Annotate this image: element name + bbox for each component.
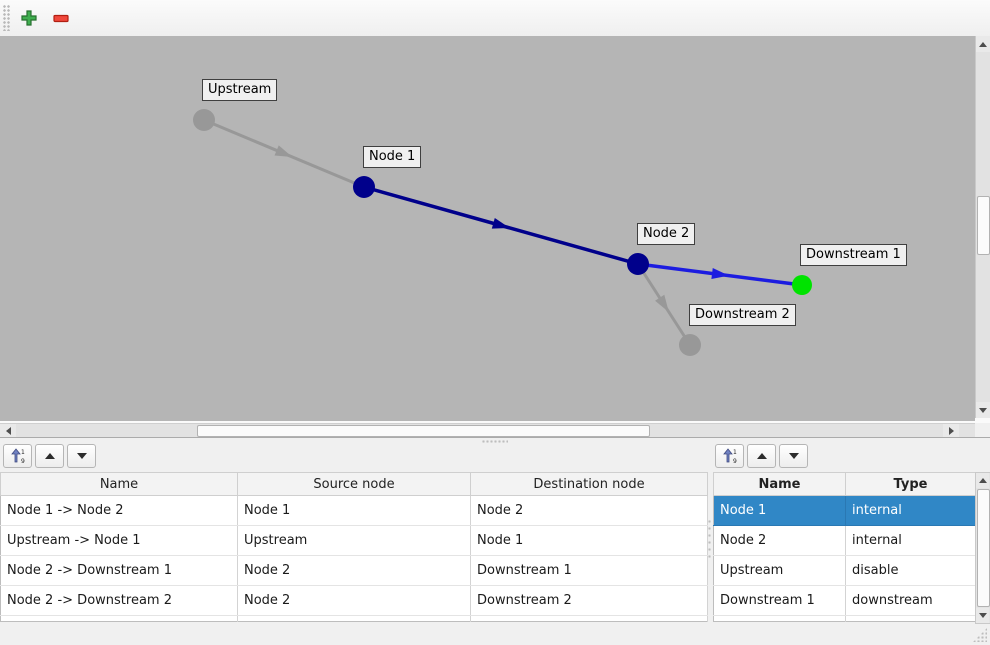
nodes_table-cell[interactable]: Node 2 xyxy=(713,525,846,556)
svg-text:9: 9 xyxy=(21,458,25,464)
graph-edge-arrow-icon xyxy=(655,294,669,313)
graph-edge-arrow-icon xyxy=(274,145,293,157)
add-icon[interactable] xyxy=(20,9,38,27)
toolbar-grip[interactable] xyxy=(3,5,11,31)
nodes-move-up-button[interactable] xyxy=(747,444,776,468)
scroll-up-icon[interactable] xyxy=(976,36,990,52)
scroll-up-icon[interactable] xyxy=(976,473,989,488)
nodes-table-scroll-thumb[interactable] xyxy=(977,489,990,607)
edges_table-cell[interactable]: Upstream xyxy=(237,525,471,556)
graph-node-downstream2[interactable] xyxy=(679,334,701,356)
edges_table-cell[interactable]: Node 2 xyxy=(237,585,471,616)
splitter-grip-icon xyxy=(708,520,712,562)
node-label-node2[interactable]: Node 2 xyxy=(637,223,696,245)
nodes_table-cell[interactable]: internal xyxy=(845,495,976,526)
nodes_table-cell[interactable]: Node 1 xyxy=(713,495,846,526)
svg-text:9: 9 xyxy=(733,458,737,464)
main-toolbar xyxy=(0,0,990,37)
nodes_table-cell[interactable]: Downstream 1 xyxy=(713,585,846,616)
edges-move-down-button[interactable] xyxy=(67,444,96,468)
nodes_table-header-0[interactable]: Name xyxy=(713,472,846,496)
edges_table-partial-row xyxy=(0,615,708,622)
scroll-down-icon[interactable] xyxy=(976,402,990,418)
node-label-downstream2[interactable]: Downstream 2 xyxy=(689,304,796,326)
svg-text:1: 1 xyxy=(21,449,25,456)
horizontal-scroll-thumb[interactable] xyxy=(197,425,650,437)
canvas-vertical-scrollbar[interactable] xyxy=(975,36,990,418)
nodes-table-scrollbar[interactable] xyxy=(975,472,990,624)
vertical-scroll-thumb[interactable] xyxy=(977,196,990,255)
sort-ascending-icon: 1 9 xyxy=(722,448,737,464)
graph-edge-arrow-icon xyxy=(491,218,510,229)
nodes_table-header-1[interactable]: Type xyxy=(845,472,976,496)
nodes_table-cell[interactable]: Upstream xyxy=(713,555,846,586)
nodes_table-cell[interactable]: downstream xyxy=(845,585,976,616)
nodes-sort-button[interactable]: 1 9 xyxy=(715,444,744,468)
nodes-move-down-button[interactable] xyxy=(779,444,808,468)
canvas-horizontal-scrollbar[interactable] xyxy=(0,423,975,438)
up-arrow-icon xyxy=(756,453,767,459)
node-label-downstream1[interactable]: Downstream 1 xyxy=(800,244,907,266)
nodes_table-cell[interactable]: internal xyxy=(845,525,976,556)
down-arrow-icon xyxy=(76,453,87,459)
svg-text:1: 1 xyxy=(733,449,737,456)
edges_table-cell[interactable]: Node 2 -> Downstream 2 xyxy=(0,585,238,616)
scroll-left-icon[interactable] xyxy=(0,424,16,437)
scroll-down-icon[interactable] xyxy=(976,608,989,623)
edges_table-header-2[interactable]: Destination node xyxy=(470,472,708,496)
scrollbar-corner xyxy=(975,423,990,437)
edges_table-cell[interactable]: Downstream 2 xyxy=(470,585,708,616)
graph-node-node1[interactable] xyxy=(353,176,375,198)
edges_table-cell[interactable]: Node 2 xyxy=(470,495,708,526)
up-arrow-icon xyxy=(44,453,55,459)
edges_table-cell[interactable]: Node 1 xyxy=(237,495,471,526)
node-label-upstream[interactable]: Upstream xyxy=(202,79,278,101)
sort-ascending-icon: 1 9 xyxy=(10,448,25,464)
edges_table-cell[interactable]: Downstream 1 xyxy=(470,555,708,586)
resize-grip-icon[interactable] xyxy=(973,628,987,642)
splitter-grip-icon xyxy=(482,440,508,444)
graph-node-upstream[interactable] xyxy=(193,109,215,131)
edges-sort-button[interactable]: 1 9 xyxy=(3,444,32,468)
edges_table-cell[interactable]: Node 2 -> Downstream 1 xyxy=(0,555,238,586)
horizontal-splitter[interactable] xyxy=(0,437,990,444)
edges_table-header-1[interactable]: Source node xyxy=(237,472,471,496)
edges_table-cell[interactable]: Upstream -> Node 1 xyxy=(0,525,238,556)
vertical-splitter[interactable] xyxy=(707,443,713,626)
down-arrow-icon xyxy=(788,453,799,459)
node-label-node1[interactable]: Node 1 xyxy=(363,146,422,168)
graph-node-downstream1[interactable] xyxy=(792,275,812,295)
graph-node-node2[interactable] xyxy=(627,253,649,275)
nodes_table-partial-row xyxy=(713,615,976,622)
edges_table-cell[interactable]: Node 1 xyxy=(470,525,708,556)
edges-move-up-button[interactable] xyxy=(35,444,64,468)
scroll-right-icon[interactable] xyxy=(943,424,959,437)
graph-edge-arrow-icon xyxy=(711,268,729,279)
edges_table-cell[interactable]: Node 2 xyxy=(237,555,471,586)
graph-svg xyxy=(193,109,812,356)
edges_table-header-0[interactable]: Name xyxy=(0,472,238,496)
remove-icon[interactable] xyxy=(52,9,70,27)
nodes_table-cell[interactable]: disable xyxy=(845,555,976,586)
edges_table-cell[interactable]: Node 1 -> Node 2 xyxy=(0,495,238,526)
